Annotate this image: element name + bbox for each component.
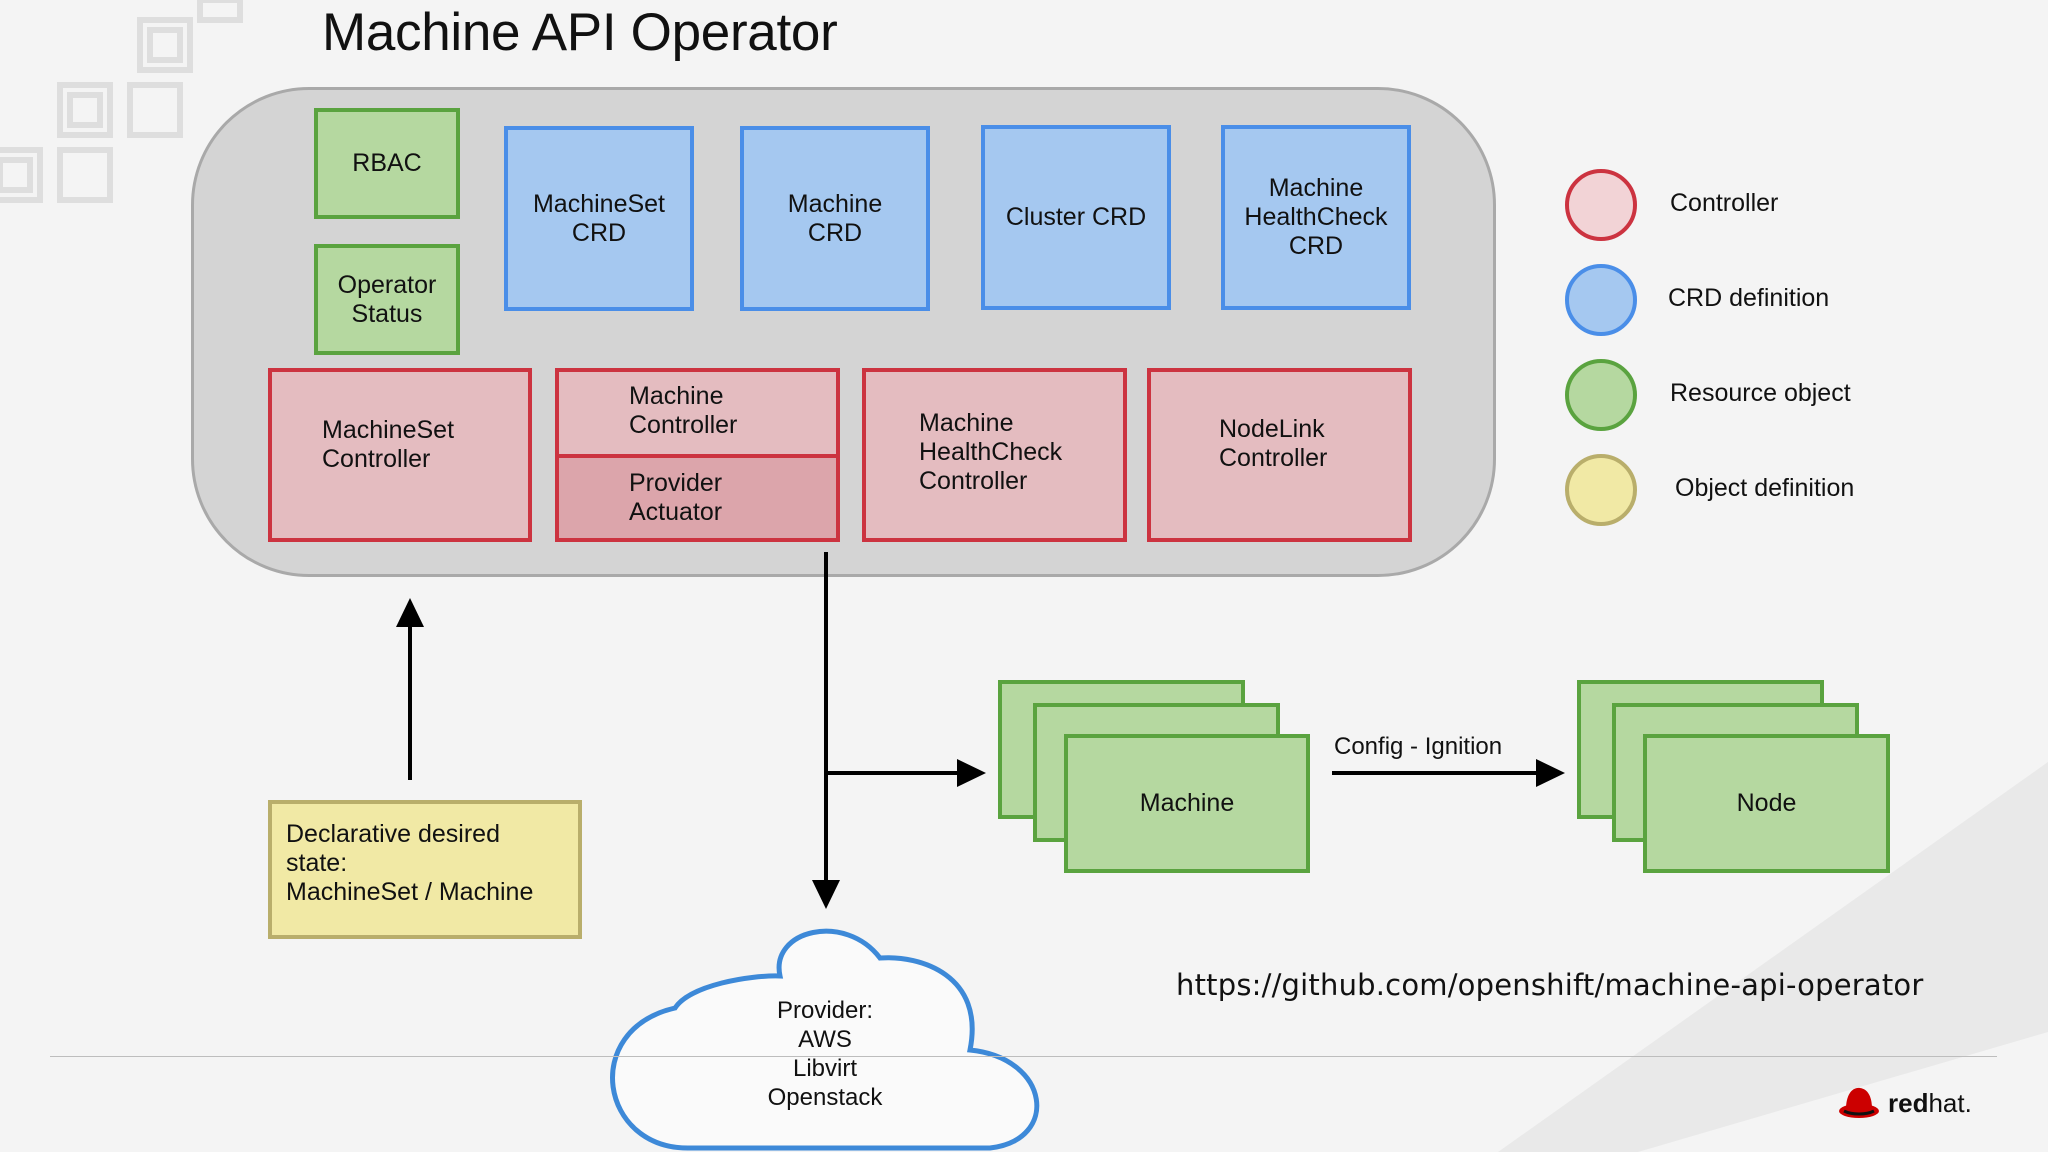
desired-state-box: Declarative desired state: MachineSet / … (268, 800, 582, 939)
legend-controller-label: Controller (1670, 189, 1779, 217)
redhat-hat-icon (1839, 1087, 1879, 1118)
legend-resource-object: Resource object (1565, 359, 1985, 439)
machineset-controller-box: MachineSet Controller (268, 368, 532, 542)
arrow-machine-to-node (1332, 759, 1565, 787)
provider-actuator-label: Provider Actuator (629, 469, 723, 526)
arrow-desired-to-operator (396, 598, 424, 780)
legend-crd-definition: CRD definition (1565, 264, 1985, 344)
repository-link[interactable]: https://github.com/openshift/machine-api… (1176, 968, 1924, 1002)
footer-divider (50, 1056, 1997, 1057)
arrow-to-machine (826, 759, 986, 787)
rbac-label: RBAC (352, 149, 422, 177)
background-stripe (1498, 762, 2048, 1152)
legend-resource-object-swatch (1565, 359, 1637, 431)
operator-status-box: Operator Status (314, 244, 460, 355)
machineset-crd-label: MachineSet CRD (532, 189, 666, 247)
rbac-box: RBAC (314, 108, 460, 219)
machine-label: Machine (1139, 789, 1235, 817)
background-pattern (0, 0, 243, 203)
machine-healthcheck-controller-box: Machine HealthCheck Controller (862, 368, 1127, 542)
machine-healthcheck-crd-box: Machine HealthCheck CRD (1221, 125, 1411, 310)
cluster-crd-box: Cluster CRD (981, 125, 1171, 310)
provider-label: Provider: AWS Libvirt Openstack (767, 997, 883, 1111)
redhat-wordmark: redhat. (1888, 1088, 1972, 1119)
machine-controller-label: Machine Controller (629, 381, 738, 439)
redhat-logo: redhat. (1838, 1083, 1972, 1123)
desired-state-label: Declarative desired state: MachineSet / … (286, 820, 534, 906)
machine-controller-box: Machine Controller (555, 368, 840, 459)
legend-object-definition: Object definition (1565, 454, 1985, 534)
nodelink-controller-label: NodeLink Controller (1219, 415, 1328, 472)
legend-object-definition-swatch (1565, 454, 1637, 526)
legend-resource-object-label: Resource object (1670, 379, 1851, 407)
machineset-controller-label: MachineSet Controller (322, 416, 455, 473)
redhat-wordmark-bold: red (1888, 1087, 1929, 1118)
machine-healthcheck-controller-label: Machine HealthCheck Controller (919, 408, 1063, 495)
operator-status-label: Operator Status (337, 270, 437, 328)
arrow-actuator-to-provider (812, 552, 840, 909)
legend-controller: Controller (1565, 169, 1985, 249)
machine-box: Machine (1064, 734, 1310, 873)
machineset-crd-box: MachineSet CRD (504, 126, 694, 311)
cluster-crd-label: Cluster CRD (1005, 203, 1147, 231)
node-box: Node (1643, 734, 1890, 873)
legend-controller-swatch (1565, 169, 1637, 241)
provider-actuator-box: Provider Actuator (555, 454, 840, 542)
config-ignition-label: Config - Ignition (1334, 733, 1503, 760)
provider-cloud (610, 928, 1040, 1151)
redhat-wordmark-regular: hat. (1928, 1087, 1972, 1118)
legend-crd-definition-swatch (1565, 264, 1637, 336)
legend-crd-definition-label: CRD definition (1668, 284, 1830, 312)
page-title: Machine API Operator (322, 3, 838, 62)
nodelink-controller-box: NodeLink Controller (1147, 368, 1412, 542)
node-label: Node (1736, 789, 1797, 817)
legend-object-definition-label: Object definition (1675, 474, 1855, 502)
machine-crd-box: Machine CRD (740, 126, 930, 311)
machine-crd-label: Machine CRD (787, 189, 883, 247)
machine-healthcheck-crd-label: Machine HealthCheck CRD (1244, 174, 1388, 260)
